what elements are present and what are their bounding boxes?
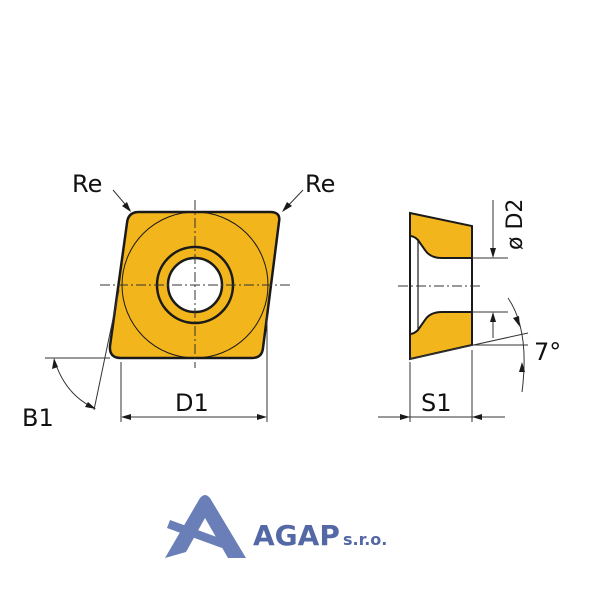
- s1-arrow-left: [400, 414, 410, 420]
- b1-arc-arrow-bottom: [85, 402, 96, 409]
- b1-label: B1: [22, 404, 54, 432]
- re-left-label: Re: [72, 170, 102, 198]
- angle-arrow-top: [513, 316, 520, 327]
- re-left-arrowhead: [122, 202, 131, 212]
- angle-arrow-bottom: [519, 362, 525, 372]
- angle-label: 7°: [534, 338, 561, 366]
- front-view: [45, 189, 304, 422]
- s1-arrow-right: [472, 414, 482, 420]
- re-right-label: Re: [305, 170, 335, 198]
- re-right-arrowhead: [282, 202, 292, 212]
- angle-ref-line-slanted: [409, 332, 529, 360]
- d1-arrow-left: [121, 414, 131, 420]
- d2-label: ø D2: [503, 199, 528, 250]
- logo-suffix: s.r.o.: [343, 530, 387, 549]
- d1-label: D1: [175, 389, 209, 417]
- angle-arc: [507, 297, 525, 393]
- agap-a-logo-icon: [165, 495, 246, 558]
- s1-label: S1: [421, 389, 452, 417]
- logo-name: AGAP: [253, 519, 340, 552]
- agap-logo: AGAP s.r.o.: [165, 495, 387, 558]
- d2-arrow-bottom: [490, 312, 496, 322]
- d1-arrow-right: [257, 414, 267, 420]
- insert-side-upper: [409, 211, 473, 259]
- d2-arrow-top: [490, 248, 496, 258]
- insert-side-lower: [409, 311, 473, 361]
- side-view: [378, 200, 529, 422]
- b1-angle-arc: [54, 361, 95, 409]
- b1-arc-arrow-top: [52, 358, 58, 369]
- b1-ext-slanted: [93, 289, 120, 411]
